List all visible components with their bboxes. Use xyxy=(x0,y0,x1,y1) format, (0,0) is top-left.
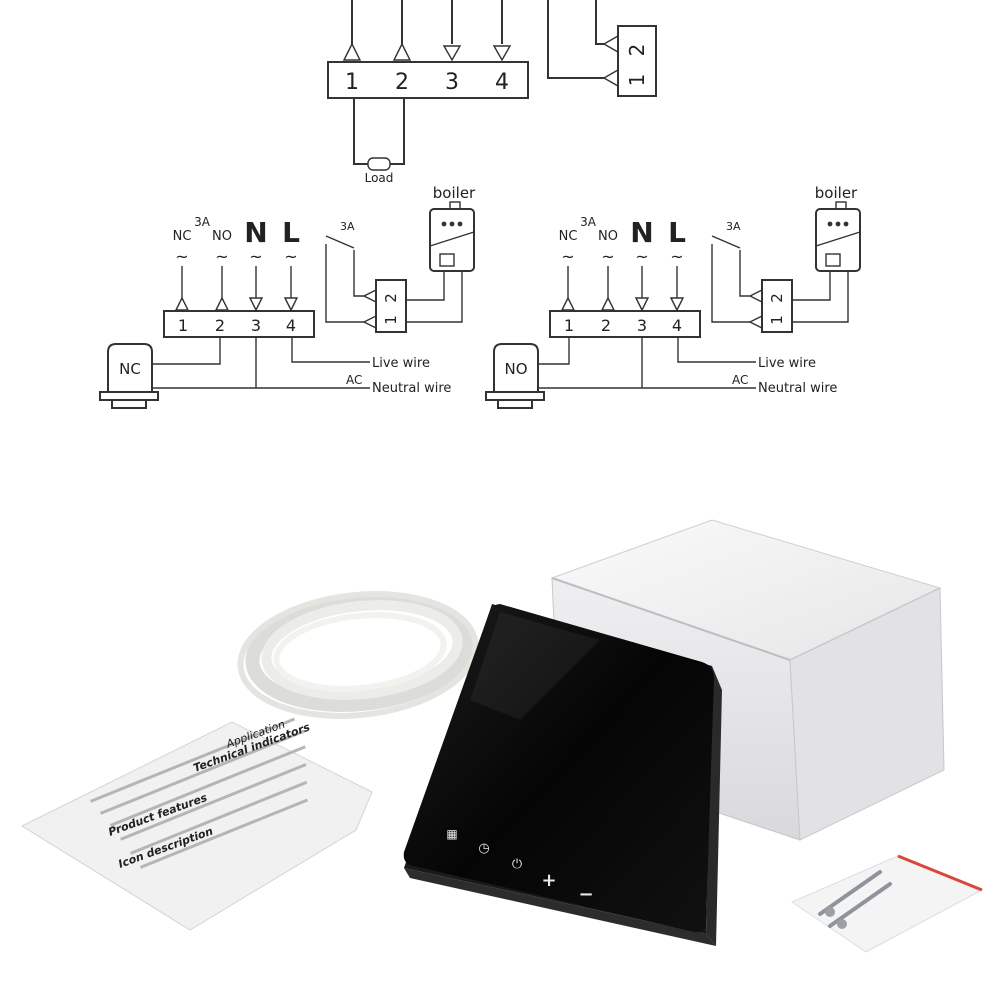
relay-arrow xyxy=(602,34,619,54)
terminal-label: 2 xyxy=(395,70,409,95)
terminal-label: 4 xyxy=(286,316,296,335)
top-wiring-diagram: 1 2 3 4 Load 1 2 xyxy=(327,0,657,185)
terminal-arrow-up xyxy=(214,296,230,311)
load-resistor xyxy=(367,157,391,171)
screw-bag xyxy=(790,854,984,953)
relay-pin-label: 1 xyxy=(382,315,400,325)
thermostat-button-row: ▦ ◷ ⏻ + − xyxy=(446,827,593,905)
tilde-mark: ~ xyxy=(249,247,262,266)
menu-grid-icon[interactable]: ▦ xyxy=(446,827,457,841)
valve-foot xyxy=(111,399,147,409)
neutral-tag: N xyxy=(630,216,653,249)
valve-head xyxy=(107,343,153,392)
terminal-arrow-down xyxy=(634,297,650,312)
relay-block xyxy=(761,279,793,333)
valve-base xyxy=(485,391,545,401)
live-wire-label: Live wire xyxy=(758,356,816,371)
live-tag: L xyxy=(282,216,300,249)
terminal-label: 3 xyxy=(445,70,459,95)
boiler-vent xyxy=(449,201,461,210)
terminal-arrow-up xyxy=(560,296,576,311)
boiler-label: boiler xyxy=(815,184,858,202)
ac-label: AC xyxy=(732,373,748,387)
relay-block xyxy=(375,279,407,333)
tilde-mark: ~ xyxy=(635,247,648,266)
no-tag: NO xyxy=(598,229,618,244)
terminal-label: 4 xyxy=(495,70,509,95)
relay-arrow xyxy=(362,314,377,330)
relay-pin-label: 2 xyxy=(382,293,400,303)
boiler-label: boiler xyxy=(433,184,476,202)
relay-arrow xyxy=(748,314,763,330)
relay-block xyxy=(617,25,657,97)
valve-foot xyxy=(497,399,533,409)
left-wiring-diagram: NC 3A NO N L ~ ~ ~ ~ 1 2 3 4 Live wire A… xyxy=(99,184,476,409)
terminal-label: 1 xyxy=(564,316,574,335)
terminal-block xyxy=(163,310,315,338)
relay-pin-label: 2 xyxy=(625,44,649,57)
valve-label: NO xyxy=(504,360,527,378)
terminal-block xyxy=(549,310,701,338)
tilde-mark: ~ xyxy=(175,247,188,266)
relay-pin-label: 2 xyxy=(768,293,786,303)
switch-rating: 3A xyxy=(340,220,355,233)
cable-coil xyxy=(237,591,479,719)
terminal-arrow-down xyxy=(669,297,685,312)
clock-icon[interactable]: ◷ xyxy=(478,841,489,856)
load-label: Load xyxy=(365,171,394,185)
live-tag: L xyxy=(668,216,686,249)
boiler-vent xyxy=(835,201,847,210)
ac-label: AC xyxy=(346,373,362,387)
right-wiring-diagram: NC 3A NO N L ~ ~ ~ ~ 1 2 3 4 Live wire A… xyxy=(485,184,861,409)
terminal-label: 4 xyxy=(672,316,682,335)
nc-tag: NC xyxy=(173,229,192,244)
terminal-arrow-up xyxy=(392,42,412,61)
nc-tag: NC xyxy=(559,229,578,244)
terminal-arrow-up xyxy=(342,42,362,61)
power-icon[interactable]: ⏻ xyxy=(512,857,522,872)
relay-arrow xyxy=(748,288,763,304)
terminal-arrow-up xyxy=(174,296,190,311)
tilde-mark: ~ xyxy=(561,247,574,266)
valve-head xyxy=(493,343,539,392)
minus-icon[interactable]: − xyxy=(578,884,593,905)
valve-base xyxy=(99,391,159,401)
instruction-manual: Application Technical indicators Product… xyxy=(20,718,373,931)
thermostat-panel: ▦ ◷ ⏻ + − xyxy=(403,604,722,946)
tilde-mark: ~ xyxy=(215,247,228,266)
terminal-label: 2 xyxy=(215,316,225,335)
neutral-wire-label: Neutral wire xyxy=(372,381,451,396)
terminal-label: 2 xyxy=(601,316,611,335)
plus-icon[interactable]: + xyxy=(541,870,556,891)
switch-rating: 3A xyxy=(726,220,741,233)
terminal-block xyxy=(327,61,529,99)
neutral-tag: N xyxy=(244,216,267,249)
live-wire-label: Live wire xyxy=(372,356,430,371)
boiler-icon xyxy=(815,208,861,272)
rating-tag: 3A xyxy=(580,215,597,229)
terminal-arrow-down xyxy=(248,297,264,312)
terminal-arrow-down xyxy=(492,45,512,62)
terminal-label: 1 xyxy=(178,316,188,335)
relay-arrow xyxy=(362,288,377,304)
boiler-icon xyxy=(429,208,475,272)
no-tag: NO xyxy=(212,229,232,244)
rating-tag: 3A xyxy=(194,215,211,229)
valve-label: NC xyxy=(119,360,141,378)
tilde-mark: ~ xyxy=(601,247,614,266)
relay-pin-label: 1 xyxy=(768,315,786,325)
tilde-mark: ~ xyxy=(284,247,297,266)
neutral-wire-label: Neutral wire xyxy=(758,381,837,396)
terminal-arrow-up xyxy=(600,296,616,311)
terminal-label: 1 xyxy=(345,70,359,95)
terminal-label: 3 xyxy=(637,316,647,335)
relay-pin-label: 1 xyxy=(625,74,649,87)
relay-arrow xyxy=(602,68,619,88)
terminal-arrow-down xyxy=(283,297,299,312)
terminal-arrow-down xyxy=(442,45,462,62)
terminal-label: 3 xyxy=(251,316,261,335)
tilde-mark: ~ xyxy=(670,247,683,266)
